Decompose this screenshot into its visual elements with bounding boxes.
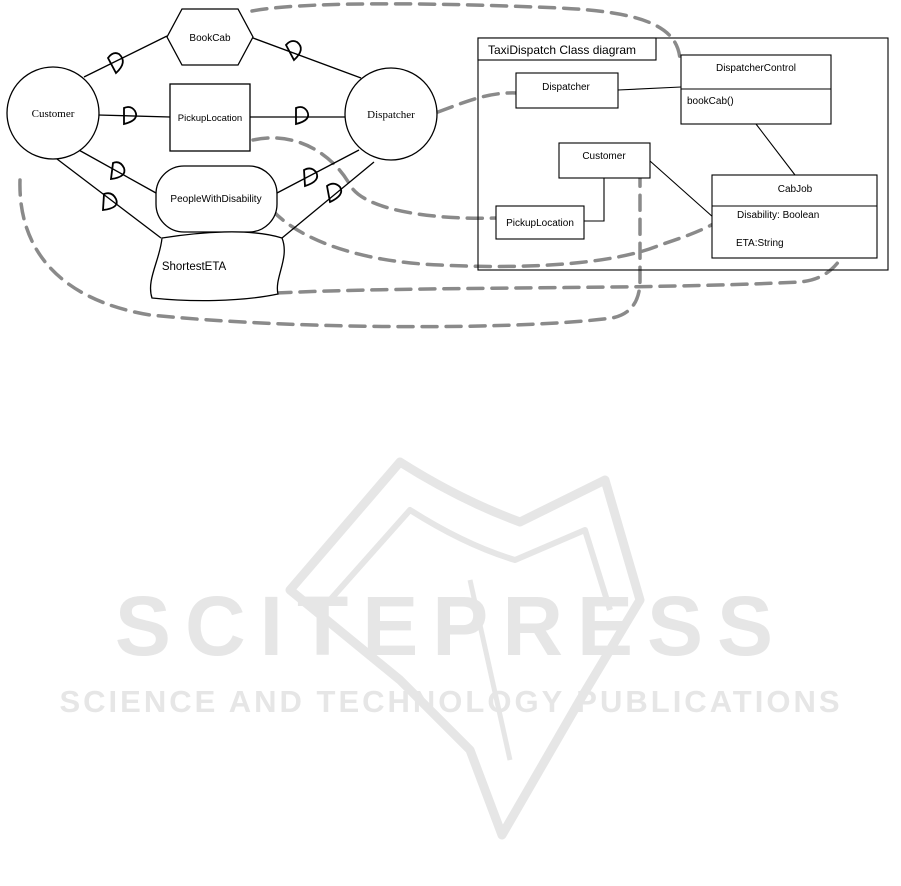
watermark-title: SCITEPRESS	[115, 579, 787, 673]
dependency-marker-icon	[327, 184, 341, 202]
scitepress-watermark: SCITEPRESS SCIENCE AND TECHNOLOGY PUBLIC…	[59, 462, 842, 835]
dispatcher-control-class-name: DispatcherControl	[716, 63, 796, 74]
customer-class-name: Customer	[582, 151, 626, 162]
trace-links	[20, 4, 846, 327]
dependency-marker-icon	[286, 41, 301, 60]
people-with-disability-task-label: PeopleWithDisability	[170, 194, 261, 205]
pickup-location-task-label: PickupLocation	[178, 113, 242, 124]
cabjob-class-name: CabJob	[778, 184, 813, 195]
assoc-customer-pickup	[584, 178, 604, 221]
link-customer-disability	[77, 149, 156, 193]
cabjob-attribute: ETA:String	[736, 238, 784, 249]
assoc-control-cabjob	[756, 124, 795, 175]
assoc-customer-cabjob	[650, 161, 714, 218]
dispatcher-class-name: Dispatcher	[542, 82, 590, 93]
customer-agent-label: Customer	[32, 108, 75, 120]
link-customer-pickup	[98, 115, 170, 117]
link-customer-bookcab	[84, 36, 167, 77]
dependency-marker-icon	[296, 107, 308, 124]
watermark-subtitle: SCIENCE AND TECHNOLOGY PUBLICATIONS	[59, 684, 842, 719]
cabjob-attribute: Disability: Boolean	[737, 210, 819, 221]
shortest-eta-task-label: ShortestETA	[162, 261, 227, 273]
assoc-dispatcher-control	[618, 87, 681, 90]
bookcab-task-label: BookCab	[189, 33, 231, 44]
agent-model	[7, 9, 437, 301]
dependency-marker-icon	[111, 162, 124, 179]
link-disability-dispatcher	[277, 150, 359, 193]
link-eta-dispatcher	[282, 162, 374, 238]
link-bookcab-dispatcher	[253, 38, 361, 78]
pickup-location-class-name: PickupLocation	[506, 218, 574, 229]
class-diagram-title: TaxiDispatch Class diagram	[488, 43, 636, 57]
class-diagram	[478, 38, 888, 270]
dispatcher-control-method: bookCab()	[687, 96, 734, 107]
link-customer-eta	[57, 159, 161, 238]
dependency-marker-icon	[108, 53, 123, 73]
dispatcher-agent-label: Dispatcher	[367, 109, 415, 121]
